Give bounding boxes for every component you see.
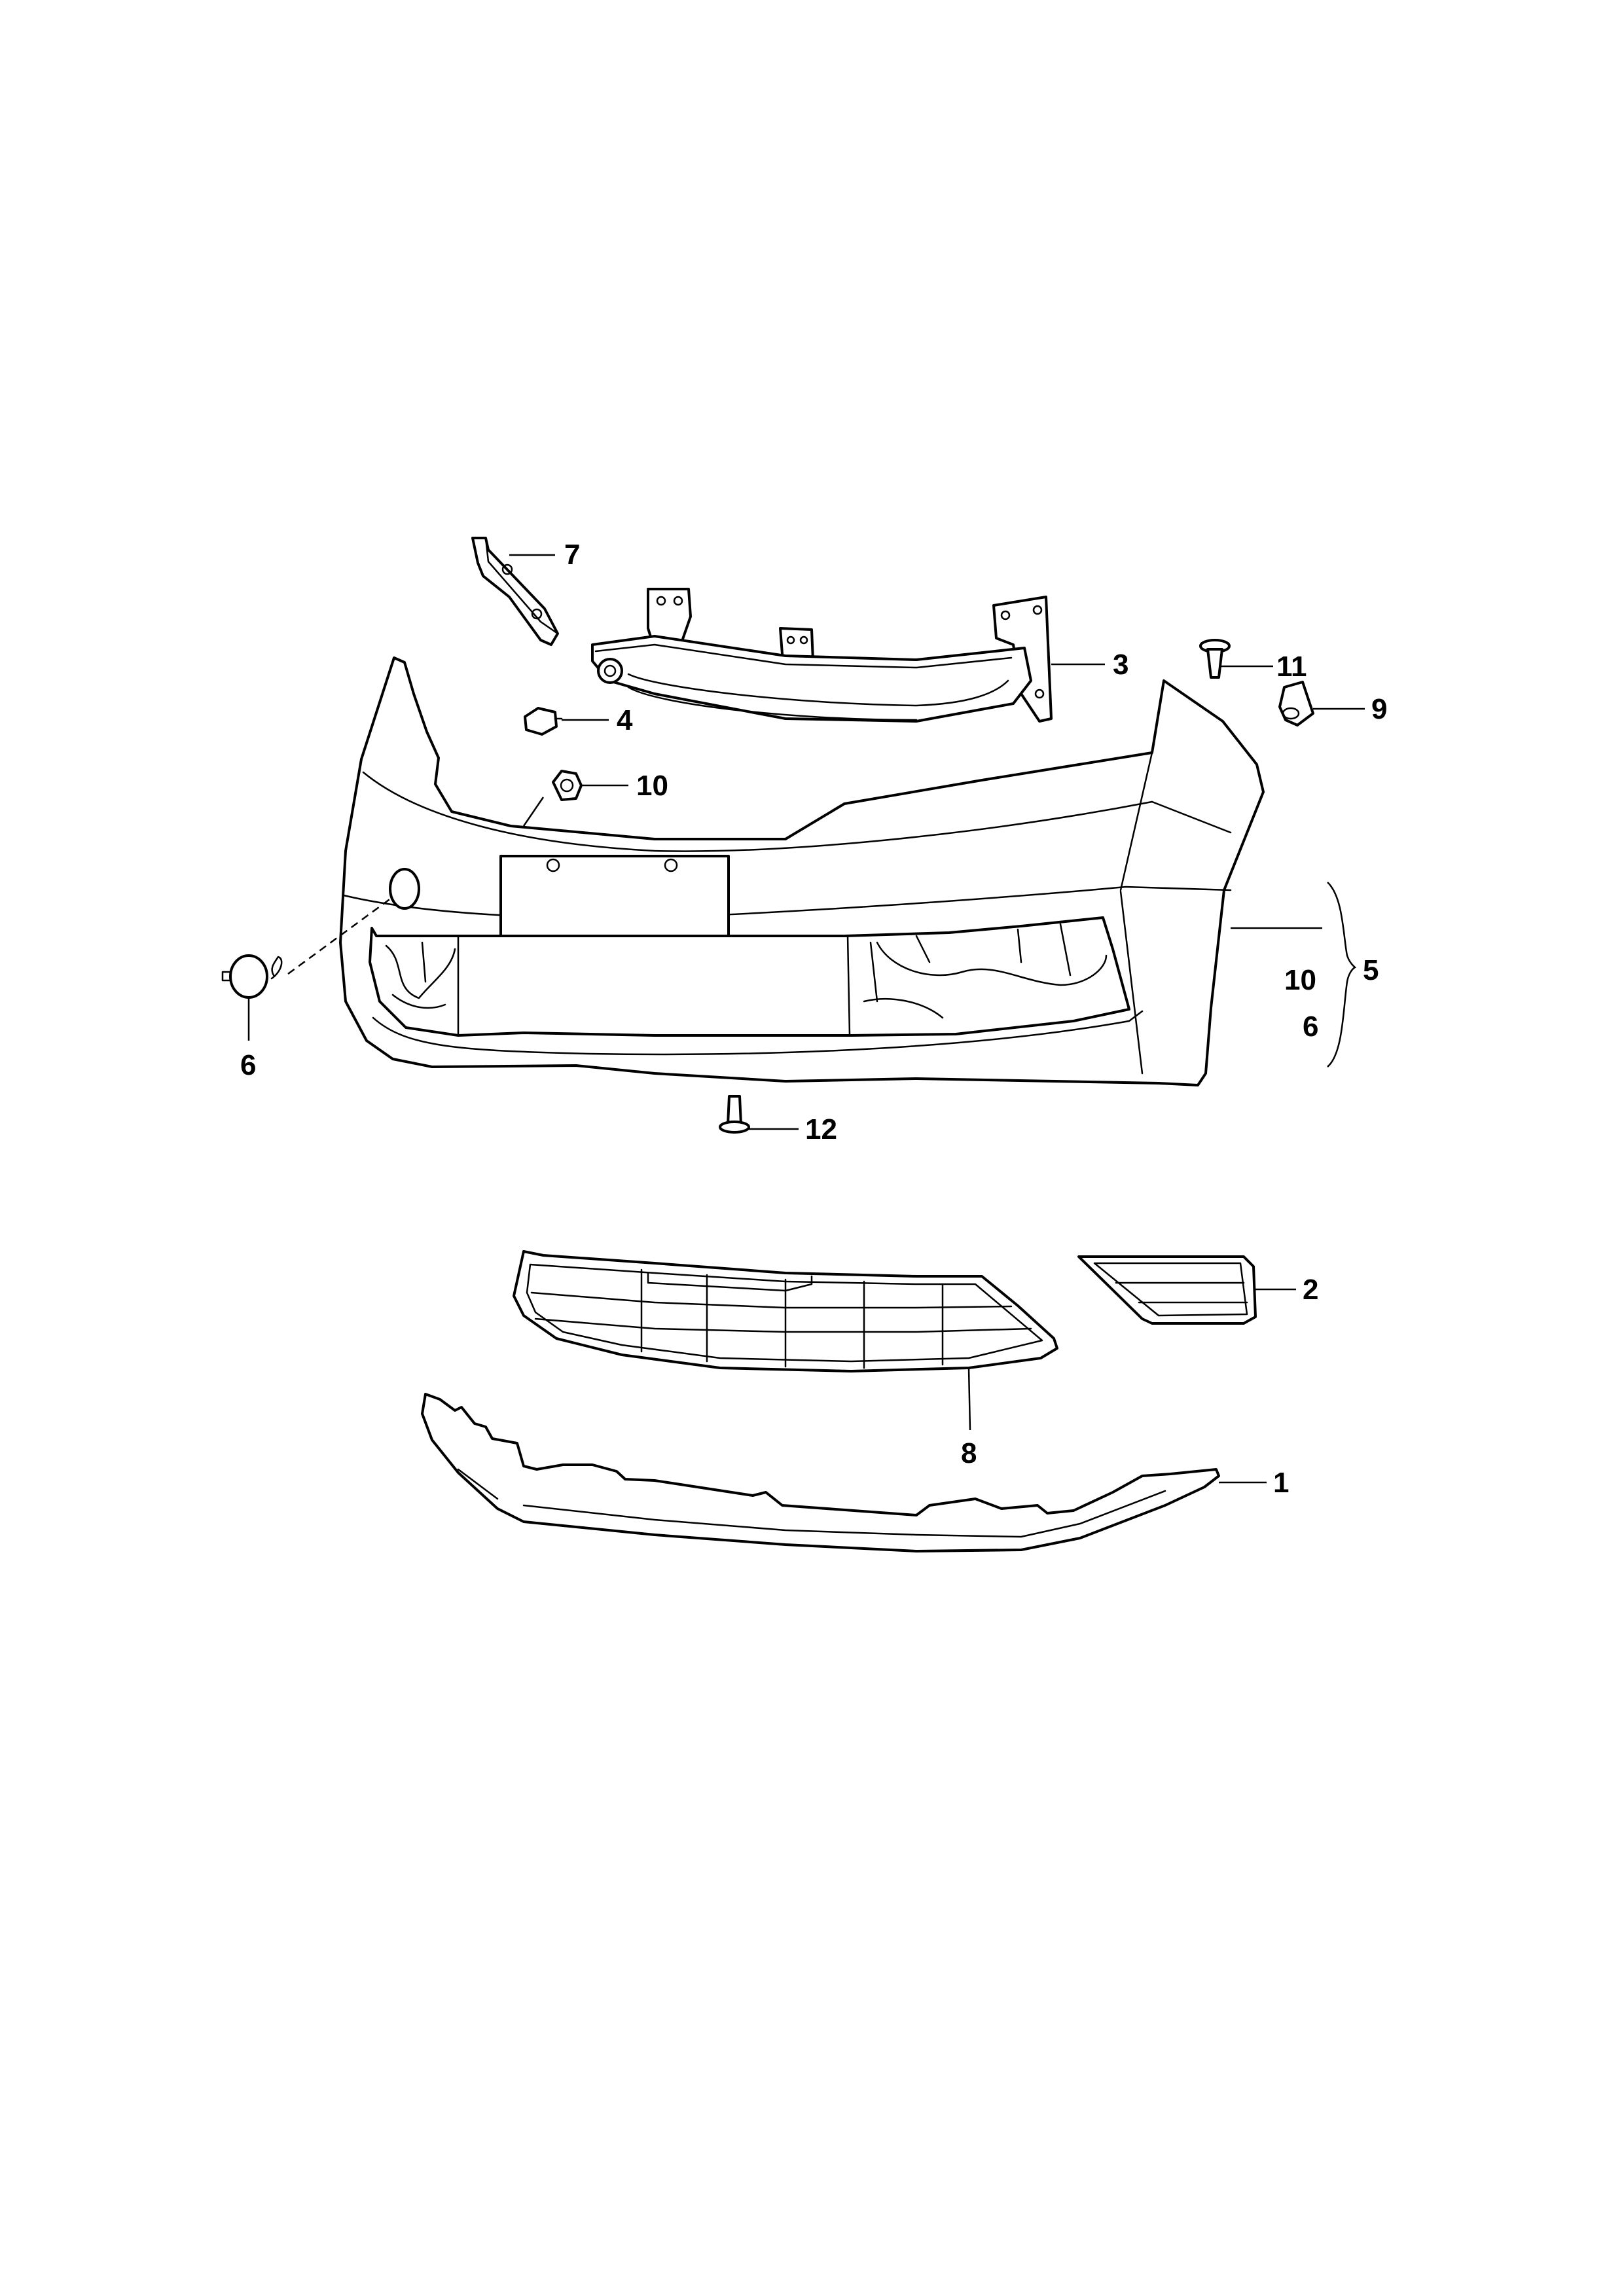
callout-9: 9	[1371, 693, 1387, 725]
part-4-screw	[524, 707, 563, 736]
callout-10-top: 10	[636, 770, 668, 802]
callout-6-left: 6	[240, 1049, 256, 1081]
part-11-push-pin	[1199, 639, 1231, 679]
callout-2: 2	[1303, 1274, 1318, 1306]
callout-labels: 7 3 4 10 11 9 5 10 6 6 12 2 8 1	[240, 539, 1387, 1499]
callout-8: 8	[961, 1437, 977, 1469]
part-3-reinforcement-beam	[591, 588, 1053, 723]
callout-3: 3	[1113, 649, 1128, 681]
callout-12: 12	[805, 1113, 837, 1145]
part-2-side-grille	[1077, 1255, 1257, 1325]
part-7-bracket	[471, 537, 559, 646]
callout-5: 5	[1363, 954, 1379, 986]
callout-4: 4	[617, 704, 633, 736]
part-1-lip-spoiler	[421, 1393, 1220, 1552]
callout-1: 1	[1273, 1467, 1289, 1499]
callout-6-group: 6	[1303, 1011, 1318, 1043]
leader-lines	[247, 554, 1365, 1484]
callout-7: 7	[564, 539, 580, 571]
part-9-expansion-nut	[1278, 681, 1314, 726]
part-8-lower-grille	[513, 1250, 1058, 1372]
part-10-clip-nut	[552, 770, 583, 801]
callout-11: 11	[1276, 651, 1307, 683]
callout-10-group: 10	[1284, 964, 1316, 996]
part-5-bumper-cover	[339, 656, 1265, 1086]
part-12-bolt	[719, 1095, 750, 1134]
